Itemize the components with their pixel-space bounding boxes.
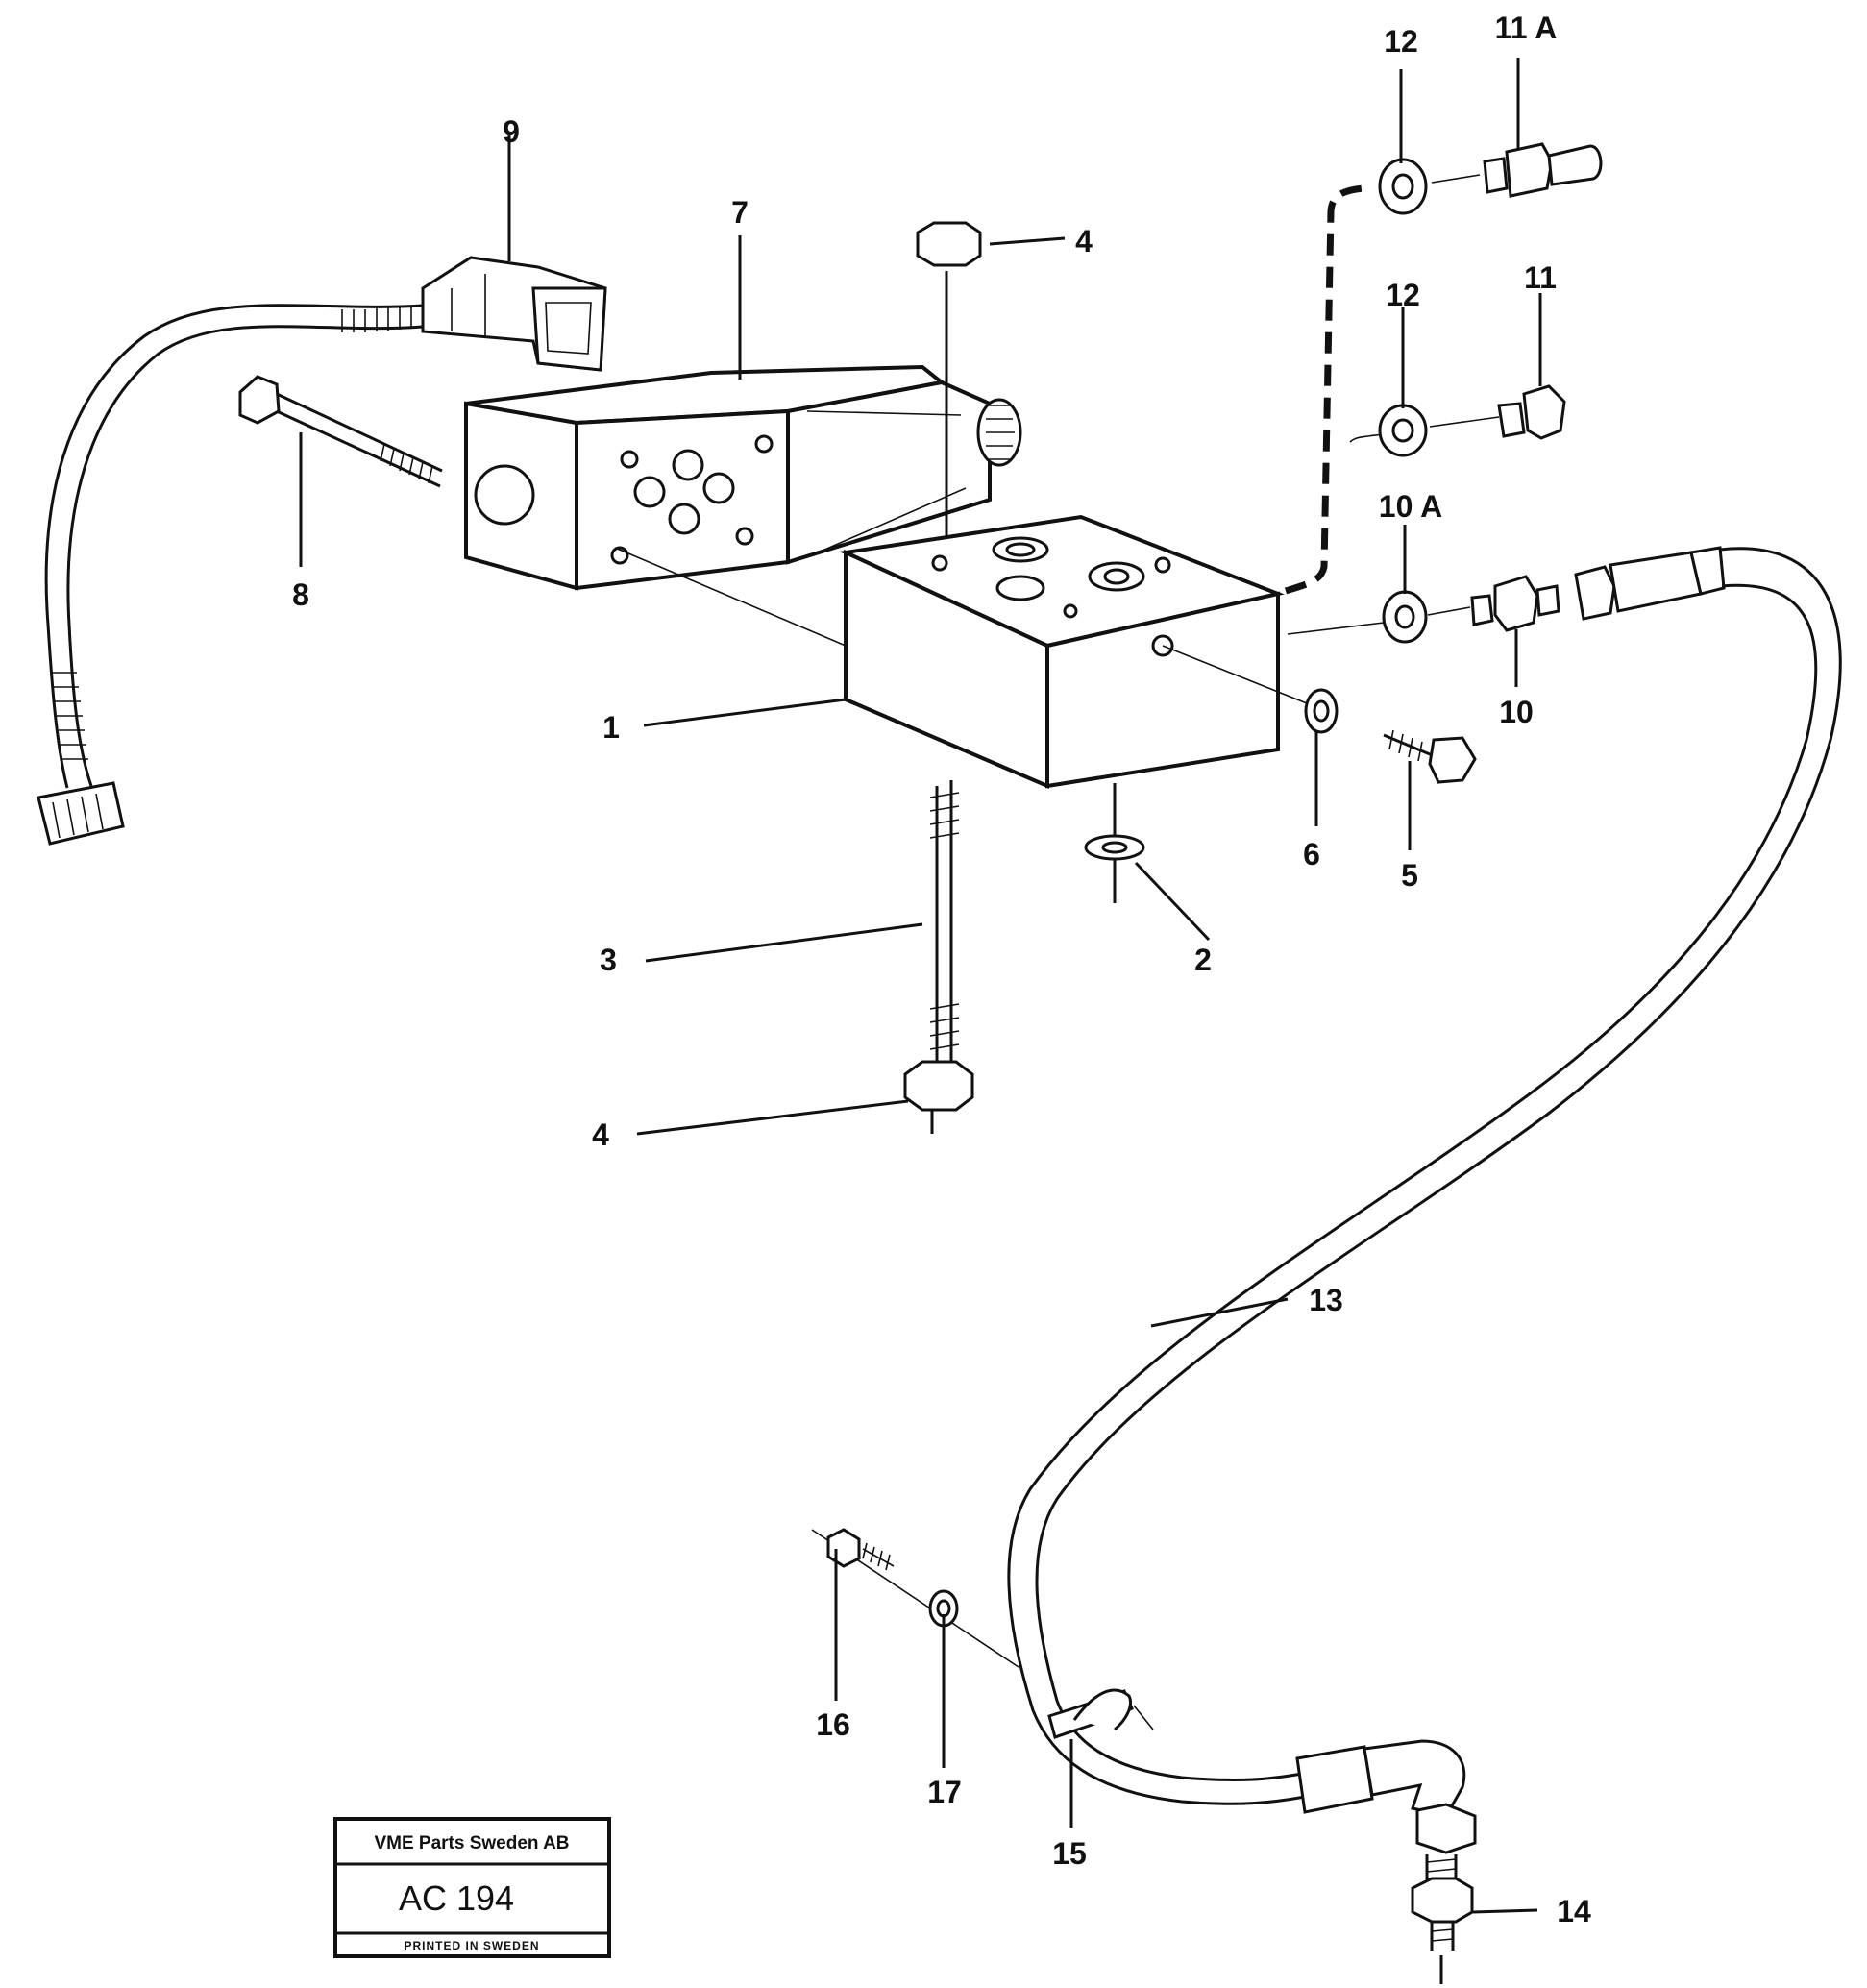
dashed-pipe (1284, 184, 1365, 595)
callout-12-middle: 12 (1386, 278, 1420, 312)
callout-4-lower: 4 (592, 1117, 609, 1152)
stamp-code: AC 194 (399, 1878, 514, 1918)
callout-11: 11 (1524, 260, 1557, 295)
callout-6: 6 (1303, 837, 1320, 871)
screw-16-washer-17 (811, 1528, 1019, 1668)
manifold-block (839, 514, 1285, 790)
callout-15: 15 (1052, 1836, 1087, 1871)
callout-10: 10 (1499, 695, 1534, 729)
callout-2: 2 (1194, 943, 1212, 977)
callout-11a: 11 A (1495, 11, 1558, 45)
fitting-11-group (1349, 384, 1566, 457)
leader-lines (299, 58, 1542, 1914)
stamp-company-name: VME Parts Sweden AB (374, 1833, 569, 1853)
callout-13: 13 (1309, 1283, 1343, 1317)
callout-9: 9 (503, 114, 520, 149)
long-bolt (238, 375, 443, 488)
callout-4-upper: 4 (1075, 224, 1093, 258)
callout-12-top: 12 (1384, 24, 1418, 59)
callout-3: 3 (600, 943, 617, 977)
washer-lower (1084, 783, 1145, 903)
clamp-15 (1047, 1688, 1154, 1739)
plug-screw-and-washer (1162, 645, 1477, 784)
stud-and-nut-lower (903, 780, 974, 1134)
nut-upper (916, 221, 982, 538)
callout-1: 1 (602, 710, 620, 745)
callout-17: 17 (927, 1775, 962, 1809)
callout-5: 5 (1401, 858, 1418, 893)
connector-plug (421, 256, 607, 372)
fitting-10-group (1287, 546, 1726, 644)
callout-10a: 10 A (1379, 489, 1442, 524)
parts-stamp: VME Parts Sweden AB AC 194 PRINTED IN SW… (333, 1817, 611, 1958)
callout-8: 8 (292, 577, 309, 612)
callout-16: 16 (816, 1707, 850, 1742)
stamp-printed-in: PRINTED IN SWEDEN (404, 1939, 539, 1952)
cable (37, 304, 424, 846)
callout-7: 7 (731, 195, 749, 230)
fitting-14 (1411, 1854, 1474, 1984)
callout-14: 14 (1557, 1894, 1591, 1928)
hose-13 (1007, 547, 1842, 1854)
fitting-11a-group (1378, 142, 1603, 215)
solenoid-valve (464, 364, 1022, 591)
